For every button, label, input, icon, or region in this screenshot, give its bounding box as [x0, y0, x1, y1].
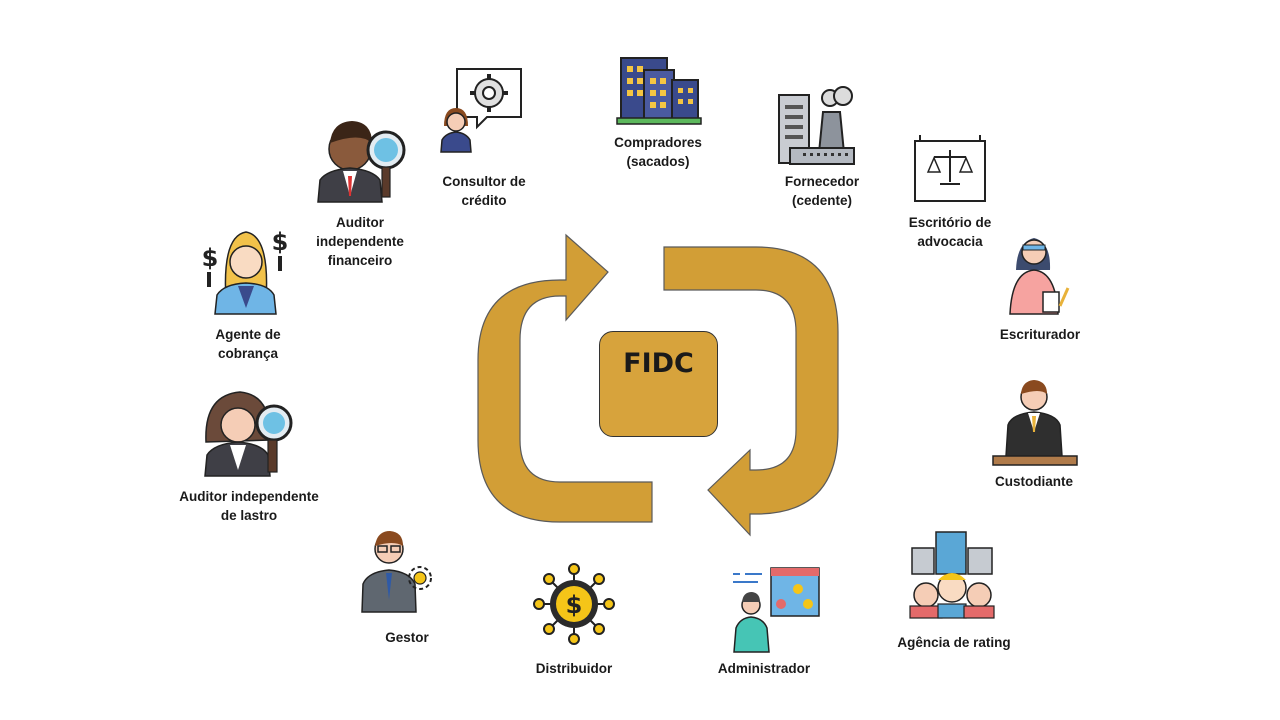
label-auditor-lastro: Auditor independente de lastro [179, 489, 319, 523]
label-gestor: Gestor [385, 630, 429, 645]
man-magnifier-icon [317, 121, 406, 203]
label-auditor-financeiro: Auditor independente financeiro [316, 215, 404, 268]
buildings-icon [616, 57, 702, 125]
fidc-center-box: FIDC [599, 331, 718, 437]
label-escritorio: Escritório de advocacia [908, 215, 992, 249]
factory-icon [778, 86, 855, 165]
svg-text:$: $ [202, 244, 219, 272]
cycle-arrow-right [663, 246, 839, 537]
consultant-gear-icon [440, 68, 522, 153]
label-custodiante: Custodiante [994, 474, 1074, 489]
dollar-network-icon: $ [533, 563, 615, 645]
label-administrador: Administrador [717, 661, 811, 676]
label-fornecedor: Fornecedor (cedente) [784, 174, 860, 208]
manager-idea-icon [361, 531, 432, 613]
svg-text:$: $ [272, 228, 289, 256]
clerk-icon [1009, 238, 1070, 315]
woman-magnifier-icon [204, 391, 293, 477]
label-agente-cobranca: Agente de cobrança [215, 327, 281, 361]
businessman-desk-icon [992, 380, 1078, 466]
label-escriturador: Escriturador [999, 327, 1081, 342]
label-compradores: Compradores (sacados) [614, 135, 702, 169]
label-agencia: Agência de rating [897, 635, 1011, 650]
law-scale-icon [914, 135, 986, 202]
fidc-title: FIDC [623, 348, 694, 379]
admin-network-icon [733, 567, 820, 653]
woman-dollar-icon: $ $ [202, 228, 289, 315]
cycle-arrows [477, 233, 839, 537]
svg-text:$: $ [566, 591, 583, 619]
cycle-arrow-left [477, 233, 653, 523]
label-consultor: Consultor de crédito [442, 174, 526, 208]
label-distribuidor: Distribuidor [535, 661, 613, 676]
group-city-icon [909, 531, 995, 619]
